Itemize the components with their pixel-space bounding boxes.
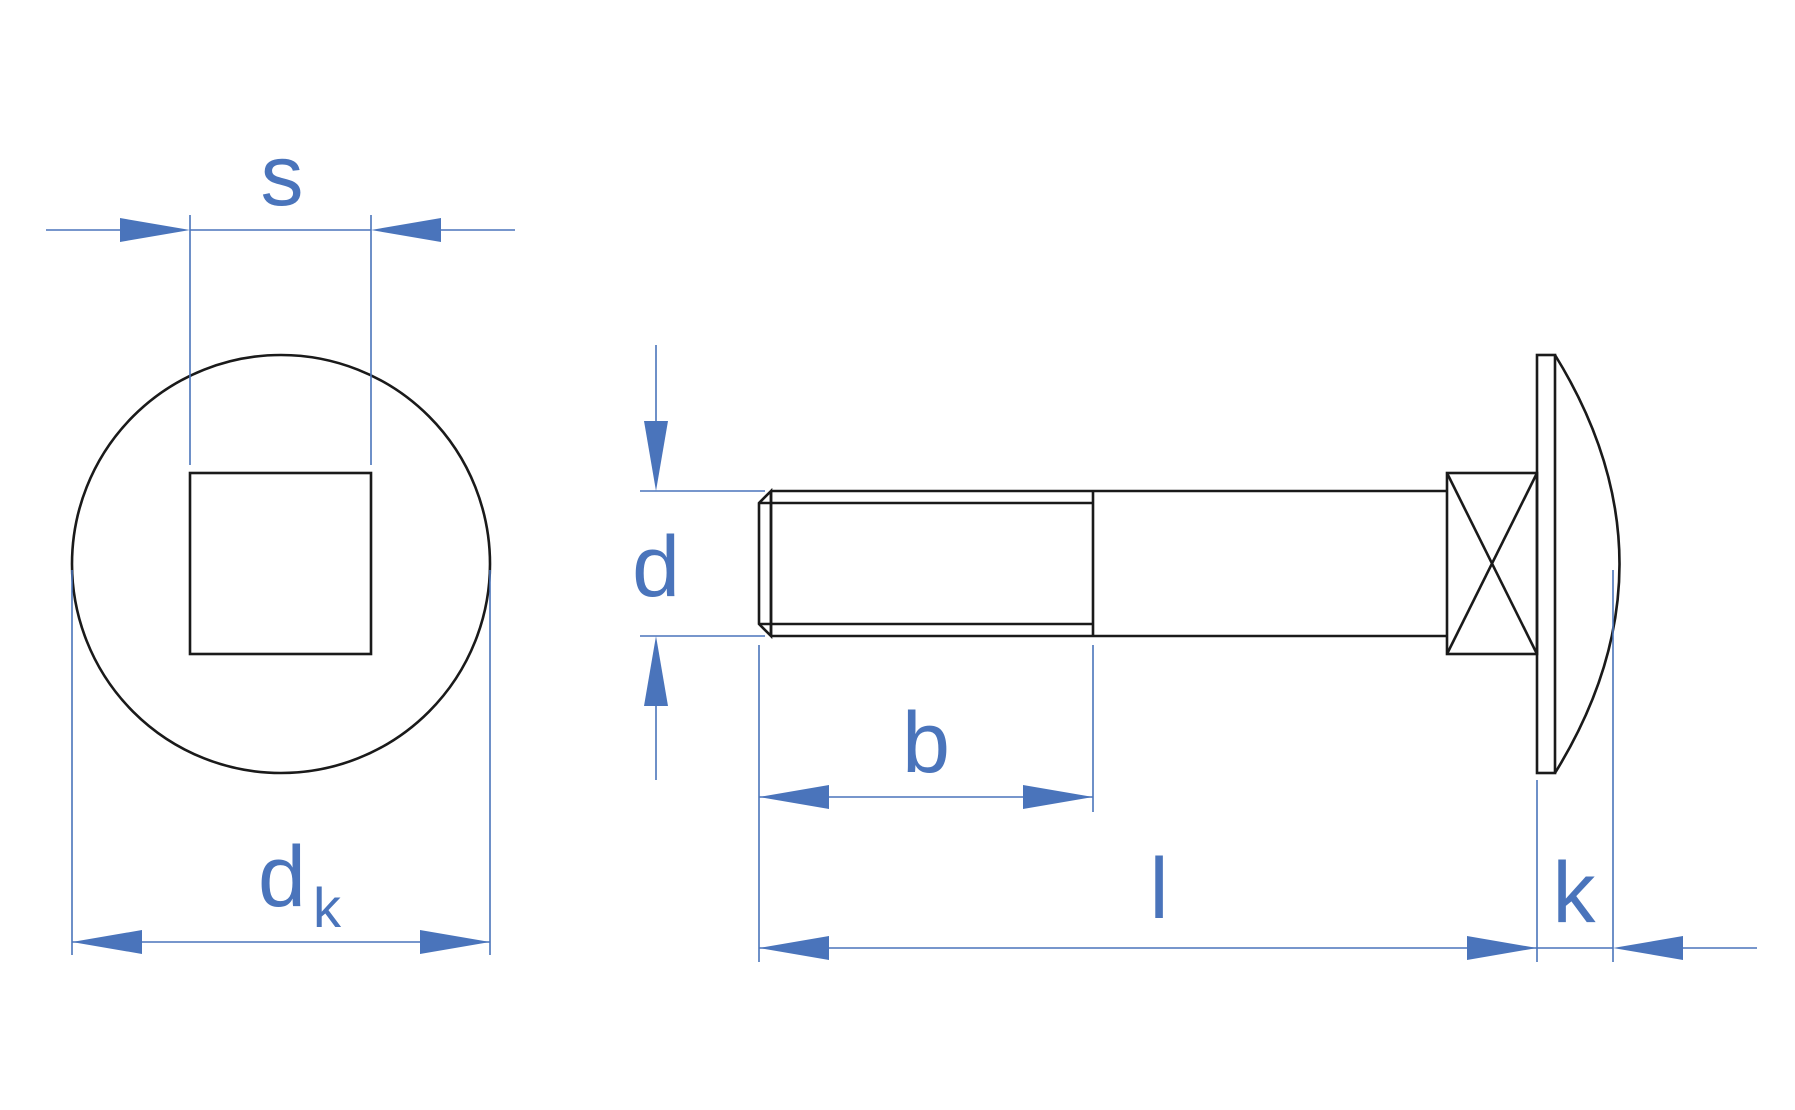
square-neck (188, 471, 373, 656)
thread-chamfer (757, 487, 773, 640)
square-neck-cross-2 (1445, 472, 1539, 655)
label-s: s (261, 128, 304, 224)
arrow-d-top (644, 421, 668, 491)
label-b: b (902, 695, 950, 791)
label-dk-main: d (258, 829, 306, 925)
dimension-l: l (758, 780, 1538, 962)
arrow-d-bottom (644, 636, 668, 706)
arrow-k-right (1613, 936, 1683, 960)
arrow-l-right (1467, 936, 1537, 960)
dimension-d: d (632, 345, 765, 780)
label-l: l (1149, 841, 1168, 937)
dimension-k: k (1537, 570, 1757, 962)
dimension-dk: d k (71, 570, 491, 955)
dimension-s: s (46, 128, 515, 465)
head-circle (70, 353, 492, 775)
arrow-s-left (120, 218, 190, 242)
label-k: k (1553, 845, 1597, 941)
label-dk: d (258, 829, 306, 925)
arrow-s-right (371, 218, 441, 242)
head-flange (1535, 353, 1557, 775)
head-dome (1553, 354, 1621, 774)
end-view (70, 353, 492, 775)
arrow-b-right (1023, 785, 1093, 809)
label-d: d (632, 519, 680, 615)
dimension-b: b (758, 645, 1094, 812)
side-view (757, 353, 1621, 775)
arrow-dk-right (420, 930, 490, 954)
label-dk-subscript: k (313, 876, 342, 939)
